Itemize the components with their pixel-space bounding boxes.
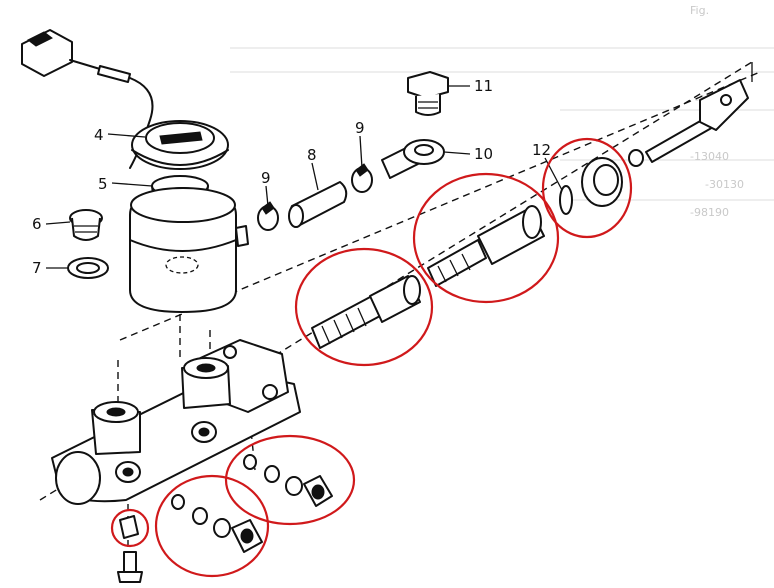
- callout-5: 5: [98, 175, 108, 193]
- pushrod-boot: [628, 149, 644, 167]
- outlet-hole: [198, 427, 210, 437]
- valve-seat: [192, 507, 208, 525]
- callout-9-right: 9: [355, 119, 365, 137]
- reservoir-cap: [131, 120, 229, 170]
- retainer-seal-group: [559, 157, 623, 215]
- bolt-head: [407, 71, 449, 99]
- highlight-circles: [110, 137, 633, 578]
- part-9-clamp-right: [351, 163, 373, 193]
- part-8-hose: [288, 181, 348, 228]
- ghost-text: -98190: [690, 206, 729, 219]
- bleeder-assembly: [117, 515, 143, 583]
- background-table-ghost: Fig. -13040 -13040 -30130 -98190: [230, 4, 774, 219]
- spring-turns: [437, 253, 471, 283]
- piston-head: [403, 275, 421, 305]
- callout-10: 10: [474, 145, 493, 163]
- inlet-port-hole: [196, 363, 216, 373]
- valve-seat: [264, 465, 280, 483]
- highlight-circle-fittings-upper: [224, 434, 356, 526]
- callout-7: 7: [32, 259, 42, 277]
- fitting-sleeve: [213, 518, 231, 538]
- ghost-text: -30130: [705, 178, 744, 191]
- upper-axis-line: [119, 71, 761, 341]
- outlet-fitting-group-upper: [243, 454, 333, 507]
- level-sensor-connector: [21, 29, 154, 169]
- part-10-fitting: [381, 139, 445, 179]
- part-6-plug: [69, 209, 103, 241]
- spring-coil: [427, 239, 487, 287]
- spring-coil: [311, 295, 381, 349]
- wire: [129, 77, 154, 169]
- piston-head: [522, 205, 542, 239]
- piston-spring-group-2: [427, 205, 545, 287]
- leader-10: [443, 151, 471, 155]
- leader-12: [544, 157, 563, 191]
- part-9-clamp-left: [257, 201, 279, 231]
- highlight-circle-piston-1: [294, 247, 434, 367]
- check-valve: [243, 454, 257, 470]
- outlet-fitting-group-lower: [171, 494, 263, 553]
- hose-end: [288, 204, 304, 228]
- part-7-washer: [67, 257, 109, 279]
- bolt-thread: [418, 101, 438, 109]
- master-cylinder-body: [51, 339, 301, 505]
- seal-inner: [593, 164, 619, 196]
- fitting-sleeve: [285, 476, 303, 496]
- tank-seam: [129, 239, 237, 252]
- part-12-pushrod: [628, 79, 749, 167]
- leader-8: [311, 162, 319, 191]
- cap-skirt: [131, 149, 229, 166]
- reservoir-tank: [129, 187, 249, 313]
- callout-11: 11: [474, 77, 493, 95]
- callout-9-left: 9: [261, 169, 271, 187]
- callout-4: 4: [94, 126, 104, 144]
- leader-6: [45, 221, 71, 225]
- callout-8: 8: [307, 146, 317, 164]
- connector-terminal: [27, 31, 53, 47]
- callout-12: 12: [532, 141, 551, 159]
- bleeder-hex: [117, 571, 143, 583]
- leader-9a: [265, 185, 269, 207]
- piston-spring-group-1: [311, 275, 421, 349]
- plug-thread: [74, 225, 98, 233]
- ghost-text: Fig.: [690, 4, 709, 17]
- outlet-hole: [122, 467, 134, 477]
- barrel-end: [55, 451, 101, 505]
- flange-hole: [262, 384, 278, 400]
- bleeder-cap: [119, 515, 139, 539]
- highlight-circle-bleeder: [110, 508, 150, 548]
- ghost-text: -13040: [690, 150, 729, 163]
- main-axis-line: [39, 61, 753, 501]
- tank-neck: [130, 187, 236, 223]
- circlip: [559, 185, 573, 215]
- check-valve: [171, 494, 185, 510]
- bolt-shank: [415, 94, 441, 116]
- highlight-circle-seal: [541, 137, 633, 239]
- part-11-bolt: [407, 71, 449, 116]
- fitting-hole: [414, 144, 434, 156]
- leader-4: [107, 133, 146, 138]
- tube-nut-bore: [311, 484, 325, 500]
- clevis-pin-hole: [720, 94, 732, 106]
- inlet-port-hole: [106, 407, 126, 417]
- highlight-circle-fittings-lower: [154, 474, 270, 578]
- plug-body: [71, 217, 101, 241]
- tube-nut-bore: [240, 528, 254, 544]
- wire-sleeve: [97, 65, 131, 83]
- washer-inner: [76, 262, 100, 274]
- spring-turns: [321, 307, 367, 345]
- callout-6: 6: [32, 215, 42, 233]
- callout-labels: 4 5 6 7 8 9 9 10 11 12: [32, 77, 551, 277]
- leader-5: [111, 182, 153, 187]
- tank-outlet-hidden: [165, 256, 199, 274]
- tank-nipple: [235, 225, 249, 247]
- leader-9b: [359, 135, 363, 169]
- highlight-circle-piston-2: [412, 172, 560, 304]
- cap-handle: [159, 131, 203, 145]
- bleeder-screw: [123, 551, 137, 573]
- flange-hole: [223, 345, 237, 359]
